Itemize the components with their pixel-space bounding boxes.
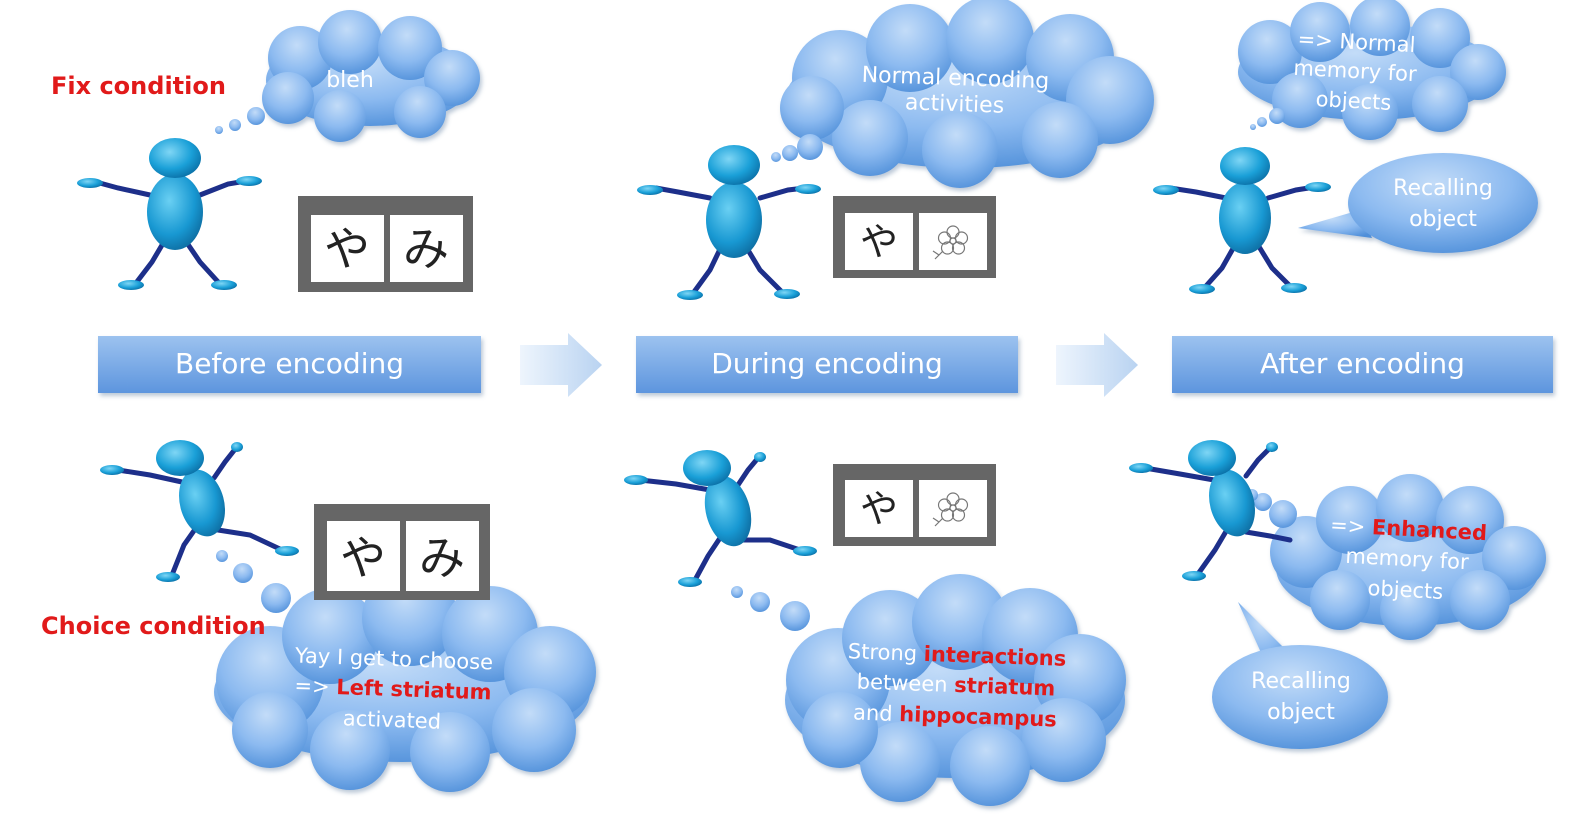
thought-dot xyxy=(797,134,823,160)
flower-icon xyxy=(932,225,969,260)
highlight-interactions: interactions xyxy=(923,641,1067,671)
choice-condition-label: Choice condition xyxy=(41,612,266,640)
speech-bubble-recalling-fix xyxy=(1298,153,1538,253)
stage-label-during: During encoding xyxy=(711,347,943,380)
kana-ya: や xyxy=(340,531,386,585)
speech-line: Recalling xyxy=(1393,176,1493,201)
kana-ya: や xyxy=(860,220,898,264)
thought-dot xyxy=(1269,500,1297,528)
thought-cloud-enhanced-memory xyxy=(1270,474,1546,640)
stage-label-after: After encoding xyxy=(1260,347,1465,380)
person-figure-jumping xyxy=(100,440,299,582)
fix-condition-label: Fix condition xyxy=(51,72,226,100)
highlight-striatum: striatum xyxy=(953,673,1056,701)
highlight-left-striatum: Left striatum xyxy=(335,675,492,705)
person-figure-standing xyxy=(77,138,262,290)
thought-dot xyxy=(1257,117,1267,127)
thought-dot xyxy=(261,583,291,613)
stimulus-frame-kana-object-during-choice xyxy=(833,464,996,546)
stage-box-during xyxy=(636,336,1018,393)
thought-dot xyxy=(731,586,743,598)
thought-prefix: => xyxy=(1329,512,1373,540)
highlight-enhanced: Enhanced xyxy=(1371,515,1488,546)
speech-line: object xyxy=(1267,699,1335,725)
speech-bubble-recalling-choice xyxy=(1212,602,1388,749)
thought-word: Strong xyxy=(847,639,925,666)
thought-text-normal-encoding: Normal encoding activities xyxy=(839,62,1071,122)
highlight-hippocampus: hippocampus xyxy=(898,701,1058,732)
thought-cloud-normal-memory xyxy=(1238,0,1506,140)
arrow-right-icon xyxy=(1056,333,1138,397)
person-figure-standing xyxy=(637,145,821,300)
thought-dot xyxy=(1269,108,1285,124)
person-figure-jumping xyxy=(624,450,817,587)
thought-text-enhanced-memory: => Enhanced memory for objects xyxy=(1320,510,1495,610)
thought-cloud-choose xyxy=(214,570,596,792)
person-figure-standing xyxy=(1153,147,1331,294)
thought-cloud-bleh xyxy=(262,10,480,142)
speech-text-recalling-fix: Recalling object xyxy=(1378,174,1508,236)
arrow-right-icon xyxy=(520,333,602,397)
stimulus-frame-kana-before-fix xyxy=(298,196,473,292)
flower-icon xyxy=(932,492,969,527)
kana-mi: み xyxy=(403,222,449,276)
thought-cloud-normal-encoding xyxy=(780,0,1154,188)
thought-dot xyxy=(750,592,770,612)
thought-dot xyxy=(1254,493,1272,511)
thought-dot xyxy=(782,145,798,161)
thought-dot xyxy=(247,107,265,125)
thought-text-bleh: bleh xyxy=(326,68,374,93)
thought-word: and xyxy=(852,700,900,726)
thought-dot xyxy=(229,119,241,131)
thought-dot xyxy=(215,126,223,134)
stimulus-frame-kana-before-choice xyxy=(314,504,490,600)
thought-dot xyxy=(233,563,253,583)
kana-ya: や xyxy=(860,487,898,531)
thought-text-choose: Yay I get to choose => Left striatum act… xyxy=(276,640,509,739)
thought-cloud-interactions xyxy=(785,574,1126,806)
thought-dot xyxy=(216,550,228,562)
stage-label-before: Before encoding xyxy=(174,347,405,380)
stimulus-frame-kana-object-during-fix xyxy=(833,196,996,278)
stage-box-after xyxy=(1172,336,1553,393)
stage-box-before xyxy=(98,336,481,393)
speech-line: object xyxy=(1409,206,1477,232)
thought-dot xyxy=(771,152,781,162)
kana-ya: や xyxy=(324,222,370,276)
thought-word: between xyxy=(856,669,955,698)
thought-dot xyxy=(780,601,810,631)
thought-dot xyxy=(1250,124,1256,130)
thought-text-normal-memory: => Normal memory for objects xyxy=(1268,24,1442,121)
thought-text-interactions: Strong interactions between striatum and… xyxy=(834,636,1077,736)
person-figure-jumping xyxy=(1129,440,1293,581)
thought-prefix: => xyxy=(294,674,337,700)
speech-line: Recalling xyxy=(1251,669,1351,694)
kana-mi: み xyxy=(419,531,465,585)
speech-text-recalling-choice: Recalling object xyxy=(1236,667,1366,729)
